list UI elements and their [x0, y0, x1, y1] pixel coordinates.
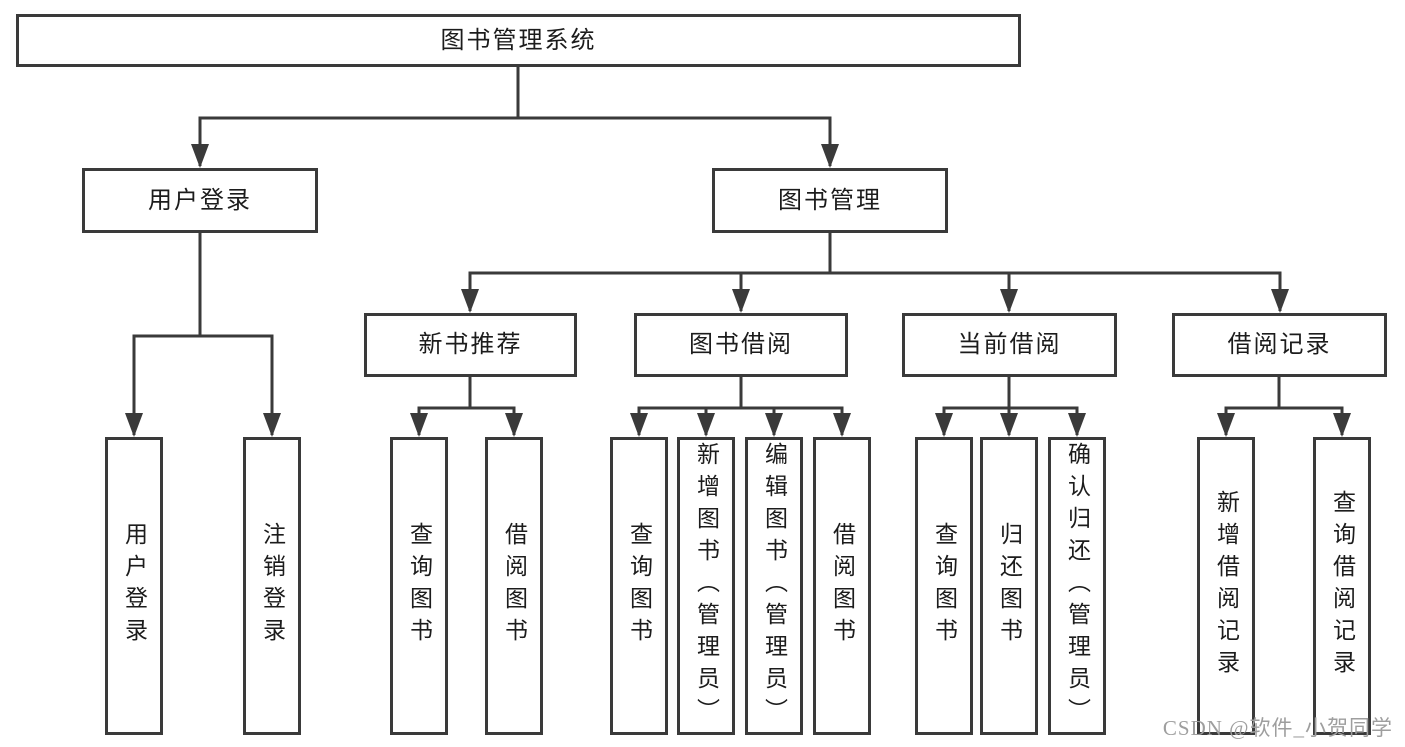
- node-add-book-admin: 新增图书（管理员）: [677, 437, 735, 735]
- node-query-books-borrow: 查询图书: [610, 437, 668, 735]
- node-return-book: 归还图书: [980, 437, 1038, 735]
- connector-arrows: [125, 118, 1351, 437]
- node-login: 用户登录: [105, 437, 163, 735]
- node-add-borrow-record: 新增借阅记录: [1197, 437, 1255, 735]
- node-current-borrow: 当前借阅: [902, 313, 1117, 377]
- node-root: 图书管理系统: [16, 14, 1021, 67]
- node-query-books-recommend: 查询图书: [390, 437, 448, 735]
- node-borrow-books-recommend: 借阅图书: [485, 437, 543, 735]
- node-query-borrow-record: 查询借阅记录: [1313, 437, 1371, 735]
- node-edit-book-admin: 编辑图书（管理员）: [745, 437, 803, 735]
- node-query-books-current: 查询图书: [915, 437, 973, 735]
- node-logout: 注销登录: [243, 437, 301, 735]
- node-book-management-module: 图书管理: [712, 168, 948, 233]
- node-new-book-recommend: 新书推荐: [364, 313, 577, 377]
- node-book-borrow: 图书借阅: [634, 313, 848, 377]
- node-confirm-return-admin: 确认归还（管理员）: [1048, 437, 1106, 735]
- node-borrow-records: 借阅记录: [1172, 313, 1387, 377]
- connector-spines: [132, 65, 1344, 410]
- node-borrow-books: 借阅图书: [813, 437, 871, 735]
- node-user-login-module: 用户登录: [82, 168, 318, 233]
- csdn-watermark: CSDN @软件_小贺同学: [1162, 716, 1393, 740]
